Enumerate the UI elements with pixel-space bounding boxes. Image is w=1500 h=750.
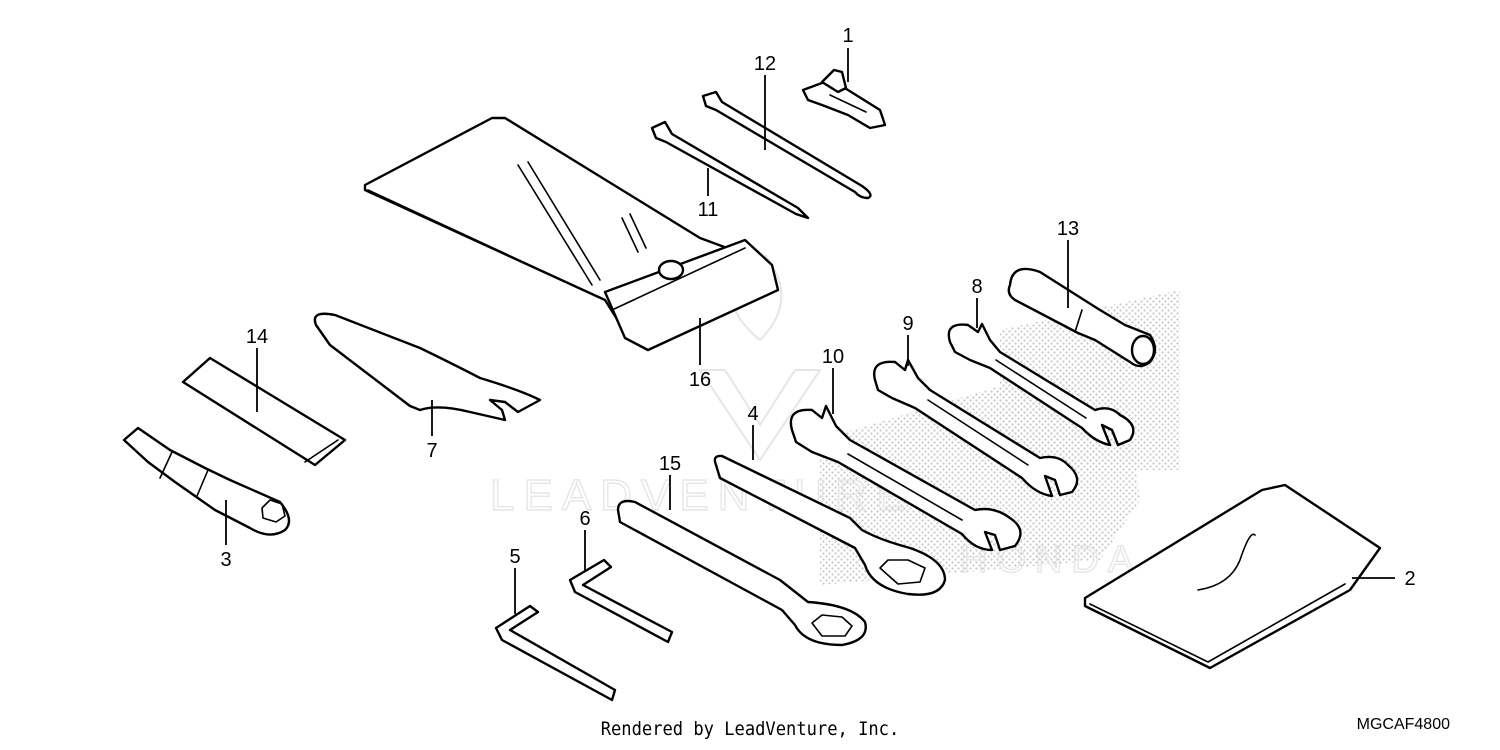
- callout-13[interactable]: 13: [1057, 218, 1079, 240]
- part-10-wrench[interactable]: [789, 404, 1022, 552]
- part-9-wrench[interactable]: [873, 358, 1079, 498]
- part-2-pouch[interactable]: [1083, 483, 1382, 670]
- footer-credit: Rendered by LeadVenture, Inc.: [600, 718, 900, 740]
- callout-9[interactable]: 9: [902, 313, 913, 335]
- part-14-extension-bar[interactable]: [181, 356, 347, 467]
- part-3-socket-wrench[interactable]: [122, 426, 291, 536]
- watermark-text: LEADVENTURE: [490, 471, 914, 520]
- callout-labels: 1 2 3 4 5 6 7 8 9 10 11 12 13 14 15 16: [220, 25, 1415, 590]
- callout-6[interactable]: 6: [579, 508, 590, 530]
- part-6-hex-key[interactable]: [568, 558, 674, 644]
- callout-14[interactable]: 14: [246, 326, 268, 348]
- part-12-screwdriver[interactable]: [701, 90, 872, 200]
- callout-1[interactable]: 1: [842, 25, 853, 47]
- callout-11[interactable]: 11: [698, 199, 719, 221]
- part-16-tool-bag[interactable]: [363, 116, 780, 352]
- callout-8[interactable]: 8: [971, 276, 982, 298]
- part-5-hex-key[interactable]: [494, 604, 617, 702]
- part-7-pin-spanner[interactable]: [313, 312, 542, 422]
- callout-12[interactable]: 12: [754, 53, 776, 75]
- leader-lines: [225, 48, 1395, 614]
- part-1-clip[interactable]: [801, 68, 887, 130]
- callout-10[interactable]: 10: [822, 346, 844, 368]
- callout-2[interactable]: 2: [1404, 568, 1415, 590]
- part-15-ring-wrench[interactable]: [616, 499, 867, 647]
- part-11-screwdriver[interactable]: [650, 120, 810, 220]
- diagram-code: MGCAF4800: [1356, 716, 1450, 733]
- callout-15[interactable]: 15: [659, 453, 681, 475]
- callout-16[interactable]: 16: [689, 369, 711, 391]
- part-13-handle[interactable]: [1007, 267, 1157, 368]
- part-8-wrench[interactable]: [947, 322, 1135, 447]
- callout-5[interactable]: 5: [509, 546, 520, 568]
- part-4-ring-wrench[interactable]: [713, 454, 947, 596]
- callout-7[interactable]: 7: [426, 440, 437, 462]
- callout-3[interactable]: 3: [220, 549, 231, 571]
- callout-4[interactable]: 4: [747, 403, 758, 425]
